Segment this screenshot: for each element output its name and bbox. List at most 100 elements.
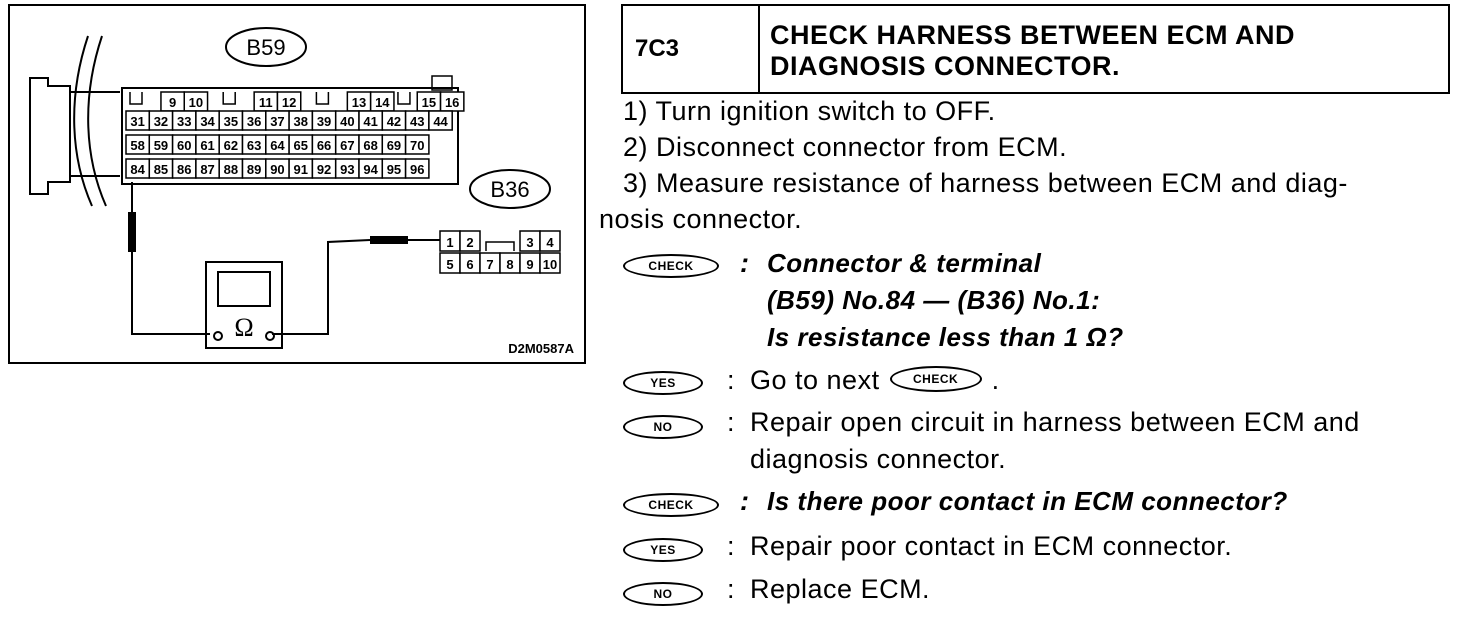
b59-pin-70: 70 — [410, 138, 424, 153]
b59-connector-housing — [121, 87, 459, 185]
yes-badge-2: YES — [623, 538, 703, 562]
check-1-line-3: Is resistance less than 1 Ω? — [767, 322, 1124, 352]
b59-pin-59: 59 — [154, 138, 168, 153]
b59-pin-42: 42 — [387, 114, 401, 129]
b36-pin-1: 1 — [446, 235, 453, 250]
b36-pin-8: 8 — [506, 257, 513, 272]
b36-pin-6: 6 — [466, 257, 473, 272]
b36-notch — [485, 241, 515, 251]
b59-pin-64: 64 — [270, 138, 285, 153]
check-badge: CHECK — [623, 254, 719, 278]
step-3-line-1: 3) Measure resistance of harness between… — [623, 168, 1348, 198]
b36-pin-10: 10 — [543, 257, 557, 272]
ecm-housing-left — [29, 77, 71, 195]
title-line-1: CHECK HARNESS BETWEEN ECM AND — [770, 20, 1296, 50]
no-badge-2: NO — [623, 582, 703, 606]
b59-pin-35: 35 — [224, 114, 238, 129]
b36-label: B36 — [490, 177, 529, 202]
colon: : — [727, 365, 735, 395]
b36-pin-2-cell — [459, 230, 481, 252]
b59-pin-65: 65 — [294, 138, 308, 153]
b59-pin-9: 9 — [169, 95, 176, 110]
ohmmeter-display — [217, 271, 271, 307]
step-3-line-2: nosis connector. — [599, 204, 803, 234]
b59-pin-60: 60 — [177, 138, 191, 153]
b36-label-oval — [469, 169, 551, 209]
b59-pin-96-cell — [404, 158, 430, 179]
harness-curve — [73, 35, 93, 207]
no-badge: NO — [623, 415, 703, 439]
colon: : — [740, 248, 749, 278]
yes-1-prefix: Go to next — [750, 365, 880, 395]
b59-pin-62: 62 — [224, 138, 238, 153]
b59-pin-32: 32 — [154, 114, 168, 129]
b59-pin-93: 93 — [340, 162, 354, 177]
b59-pin-68: 68 — [363, 138, 377, 153]
b59-pin-90: 90 — [270, 162, 284, 177]
figure-id: D2M0587A — [508, 341, 574, 356]
ohmmeter — [205, 261, 283, 349]
b36-pin-10-cell — [539, 252, 561, 274]
yes-2-text: Repair poor contact in ECM connector. — [750, 531, 1233, 561]
b59-pin-16: 16 — [445, 95, 459, 110]
b59-pin-40: 40 — [340, 114, 354, 129]
b59-pin-87: 87 — [200, 162, 214, 177]
b36-pin-5: 5 — [446, 257, 453, 272]
procedure-title: CHECK HARNESS BETWEEN ECM AND DIAGNOSIS … — [760, 6, 1448, 92]
check-badge-2: CHECK — [623, 493, 719, 517]
b59-pin-86: 86 — [177, 162, 191, 177]
yes-badge: YES — [623, 371, 703, 395]
colon: : — [727, 407, 735, 437]
b36-pin-4: 4 — [546, 235, 554, 250]
check-1-line-2: (B59) No.84 — (B36) No.1: — [767, 285, 1101, 315]
check-badge-inline: CHECK — [889, 365, 982, 392]
probe-left — [128, 212, 136, 252]
b59-pin-10: 10 — [189, 95, 203, 110]
procedure-code: 7C3 — [623, 6, 760, 92]
probe-lead-left — [131, 182, 210, 335]
b59-pin-61: 61 — [200, 138, 214, 153]
title-line-2: DIAGNOSIS CONNECTOR. — [770, 51, 1121, 81]
b59-pin-95: 95 — [387, 162, 401, 177]
b59-pin-33: 33 — [177, 114, 191, 129]
b59-notch — [315, 92, 330, 105]
b36-pin-3: 3 — [526, 235, 533, 250]
b59-pin-84: 84 — [130, 162, 145, 177]
b59-pin-91: 91 — [294, 162, 308, 177]
b59-pin-37: 37 — [270, 114, 284, 129]
b59-pin-89: 89 — [247, 162, 261, 177]
procedure-header: 7C3 CHECK HARNESS BETWEEN ECM AND DIAGNO… — [621, 4, 1450, 94]
b59-pin-12: 12 — [282, 95, 296, 110]
b59-notch — [129, 92, 143, 105]
b59-pin-92: 92 — [317, 162, 331, 177]
b59-label: B59 — [246, 35, 285, 60]
b59-pin-44-cell — [428, 110, 453, 131]
b59-pin-43: 43 — [410, 114, 424, 129]
b59-pin-38: 38 — [294, 114, 308, 129]
b59-pin-70-cell — [404, 134, 430, 155]
b36-pin-9: 9 — [526, 257, 533, 272]
b59-notch — [222, 92, 236, 105]
no-1-line-1: Repair open circuit in harness between E… — [750, 407, 1360, 437]
b59-pin-63: 63 — [247, 138, 261, 153]
b36-pin-2: 2 — [466, 235, 473, 250]
b59-pin-94: 94 — [363, 162, 378, 177]
b59-pin-67: 67 — [340, 138, 354, 153]
b36-pin-4-cell — [539, 230, 561, 252]
b59-pin-14: 14 — [375, 95, 390, 110]
b59-label-oval — [225, 27, 307, 67]
no-2-text: Replace ECM. — [750, 574, 931, 604]
b59-pin-88: 88 — [224, 162, 238, 177]
b59-pin-15: 15 — [422, 95, 436, 110]
colon: : — [727, 574, 735, 604]
b59-pin-36: 36 — [247, 114, 261, 129]
b59-pin-69: 69 — [387, 138, 401, 153]
probe-lead-right — [272, 239, 371, 335]
probe-right — [370, 236, 408, 244]
colon: : — [740, 486, 749, 516]
b59-notch — [397, 92, 411, 105]
